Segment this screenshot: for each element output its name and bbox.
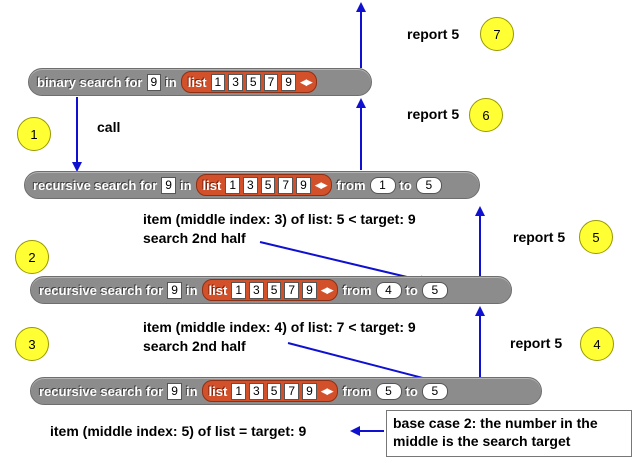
block-label: recursive search for	[33, 177, 158, 193]
to-slot[interactable]: 5	[421, 281, 448, 299]
list-item[interactable]: 5	[260, 176, 276, 194]
block-label: binary search for	[37, 74, 143, 90]
list-arrows-icon[interactable]: ◀▶	[320, 385, 334, 396]
list-item[interactable]: 5	[245, 73, 261, 91]
from-slot[interactable]: 5	[375, 382, 402, 400]
list-label: list	[202, 177, 222, 193]
target-slot[interactable]: 9	[167, 382, 182, 400]
step-circle-3: 3	[15, 327, 49, 361]
to-label: to	[405, 383, 418, 399]
list-item[interactable]: 9	[296, 176, 311, 194]
list-item[interactable]: 1	[231, 382, 247, 400]
list-item[interactable]: 9	[281, 73, 296, 91]
list-item[interactable]: 3	[249, 382, 264, 400]
list-label: list	[187, 74, 207, 90]
from-slot[interactable]: 4	[375, 281, 402, 299]
list-block[interactable]: list 1 3 5 7 9 ◀▶	[195, 174, 332, 196]
note-3: item (middle index: 5) of list = target:…	[50, 423, 307, 439]
block-label: recursive search for	[39, 282, 164, 298]
list-label: list	[208, 282, 228, 298]
target-slot[interactable]: 9	[167, 281, 182, 299]
call-label: call	[97, 119, 121, 135]
list-block[interactable]: list 1 3 5 7 9 ◀▶	[201, 380, 338, 402]
note-1-line-1: item (middle index: 3) of list: 5 < targ…	[143, 211, 416, 227]
binary-search-block[interactable]: binary search for 9 in list 1 3 5 7 9 ◀▶	[28, 68, 372, 96]
in-label: in	[185, 282, 198, 298]
list-item[interactable]: 9	[302, 281, 317, 299]
list-item[interactable]: 1	[225, 176, 241, 194]
list-item[interactable]: 7	[284, 281, 300, 299]
step-circle-1: 1	[17, 117, 51, 151]
from-label: from	[336, 177, 366, 193]
from-label: from	[342, 282, 372, 298]
recursive-search-block-3[interactable]: recursive search for 9 in list 1 3 5 7 9…	[30, 377, 542, 405]
list-item[interactable]: 9	[302, 382, 317, 400]
list-item[interactable]: 3	[249, 281, 264, 299]
step-circle-7: 7	[480, 17, 514, 51]
in-label: in	[185, 383, 198, 399]
list-arrows-icon[interactable]: ◀▶	[299, 76, 313, 87]
from-slot[interactable]: 1	[369, 176, 396, 194]
list-label: list	[208, 383, 228, 399]
list-block[interactable]: list 1 3 5 7 9 ◀▶	[201, 279, 338, 301]
note-1: item (middle index: 3) of list: 5 < targ…	[143, 210, 416, 248]
in-label: in	[179, 177, 192, 193]
callout-line-2: middle is the search target	[393, 433, 571, 449]
to-label: to	[399, 177, 412, 193]
step-circle-6: 6	[469, 98, 503, 132]
list-item[interactable]: 5	[266, 382, 282, 400]
list-arrows-icon[interactable]: ◀▶	[314, 179, 328, 190]
list-item[interactable]: 7	[263, 73, 279, 91]
in-label: in	[165, 74, 177, 90]
note-1-line-2: search 2nd half	[143, 230, 246, 246]
target-slot[interactable]: 9	[161, 176, 176, 194]
list-item[interactable]: 3	[243, 176, 258, 194]
list-block[interactable]: list 1 3 5 7 9 ◀▶	[180, 71, 317, 93]
note-2-line-2: search 2nd half	[143, 338, 246, 354]
callout-line-1: base case 2: the number in the	[393, 415, 598, 431]
list-item[interactable]: 1	[210, 73, 226, 91]
to-label: to	[405, 282, 418, 298]
step-circle-4: 4	[580, 327, 614, 361]
step-circle-2: 2	[15, 240, 49, 274]
report-label-6: report 5	[407, 106, 460, 122]
target-slot[interactable]: 9	[146, 73, 162, 91]
step-circle-5: 5	[579, 220, 613, 254]
base-case-callout: base case 2: the number in the middle is…	[386, 410, 632, 457]
recursive-search-block-1[interactable]: recursive search for 9 in list 1 3 5 7 9…	[24, 171, 480, 199]
report-label-7: report 5	[407, 26, 460, 42]
note-2-line-1: item (middle index: 4) of list: 7 < targ…	[143, 319, 416, 335]
list-item[interactable]: 7	[284, 382, 300, 400]
list-item[interactable]: 5	[266, 281, 282, 299]
from-label: from	[342, 383, 372, 399]
report-label-5: report 5	[513, 229, 566, 245]
list-item[interactable]: 1	[231, 281, 247, 299]
to-slot[interactable]: 5	[421, 382, 448, 400]
list-item[interactable]: 7	[278, 176, 294, 194]
list-item[interactable]: 3	[228, 73, 243, 91]
recursive-search-block-2[interactable]: recursive search for 9 in list 1 3 5 7 9…	[30, 276, 512, 304]
list-arrows-icon[interactable]: ◀▶	[320, 284, 334, 295]
to-slot[interactable]: 5	[415, 176, 442, 194]
block-label: recursive search for	[39, 383, 164, 399]
note-2: item (middle index: 4) of list: 7 < targ…	[143, 318, 416, 356]
report-label-4: report 5	[510, 335, 563, 351]
note1-pointer	[259, 241, 430, 286]
